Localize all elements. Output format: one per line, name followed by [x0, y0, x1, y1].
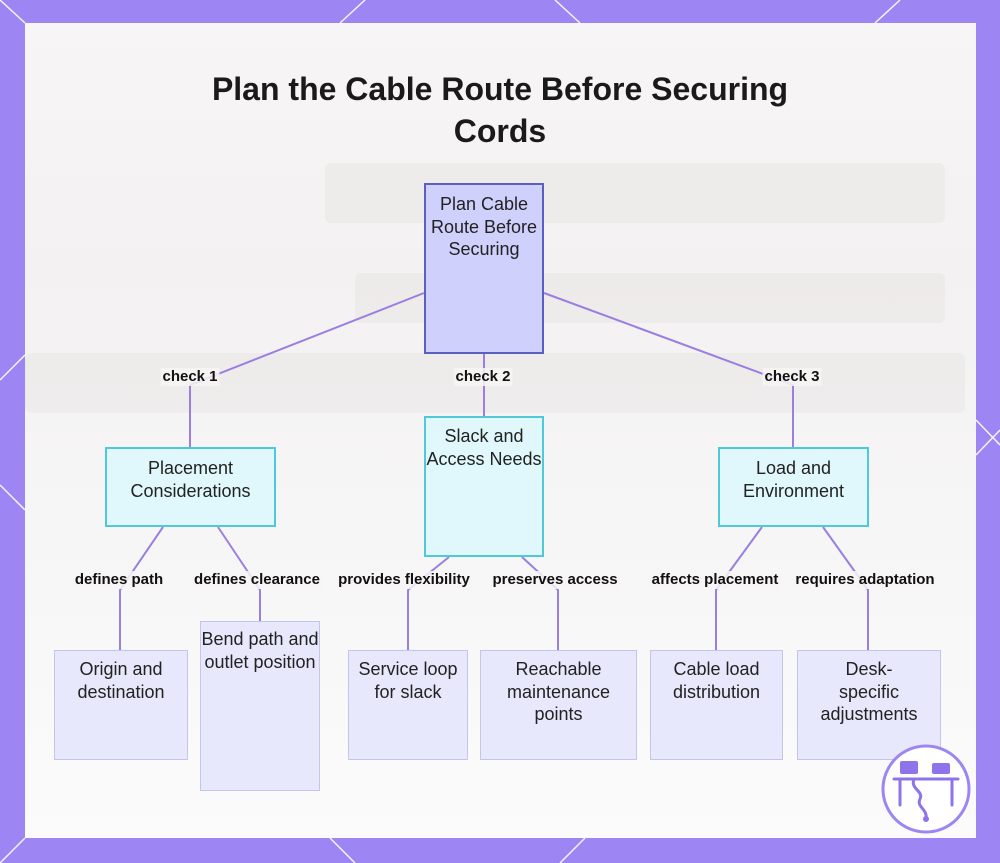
node-placement-considerations: Placement Considerations	[105, 447, 276, 527]
edge-label-provides-flexibility: provides flexibility	[336, 571, 472, 589]
edge-label-check3: check 3	[762, 368, 822, 386]
edge-root-check3	[543, 292, 794, 447]
leaf-service-loop: Service loop for slack	[348, 650, 468, 760]
edge-label-check2: check 2	[453, 368, 513, 386]
diagram-title: Plan the Cable Route Before Securing Cor…	[211, 71, 789, 149]
edge-label-affects-placement: affects placement	[649, 571, 781, 589]
edge-label-defines-path: defines path	[72, 571, 166, 589]
edge-label-defines-clearance: defines clearance	[192, 571, 322, 589]
edge-defines-clearance	[217, 526, 261, 621]
leaf-reachable-maintenance: Reachable maintenance points	[480, 650, 637, 760]
leaf-origin-destination: Origin and destination	[54, 650, 188, 760]
edge-affects-placement	[715, 526, 763, 650]
edge-defines-path	[119, 526, 164, 650]
node-load-environment: Load and Environment	[718, 447, 869, 527]
node-slack-access-needs: Slack and Access Needs	[424, 416, 544, 557]
edge-label-preserves-access: preserves access	[490, 571, 620, 589]
edge-root-check1	[189, 292, 425, 447]
edge-provides-flexibility	[407, 556, 450, 650]
edge-requires-adaptation	[822, 526, 869, 650]
leaf-desk-specific: Desk-specific adjustments	[797, 650, 941, 760]
leaf-bend-path-outlet: Bend path and outlet position	[200, 621, 320, 791]
root-node: Plan Cable Route Before Securing	[424, 183, 544, 354]
edge-preserves-access	[521, 556, 559, 650]
desk-cable-logo-icon	[881, 744, 971, 834]
leaf-cable-load: Cable load distribution	[650, 650, 783, 760]
edge-label-check1: check 1	[160, 368, 220, 386]
edge-label-requires-adaptation: requires adaptation	[793, 571, 937, 589]
